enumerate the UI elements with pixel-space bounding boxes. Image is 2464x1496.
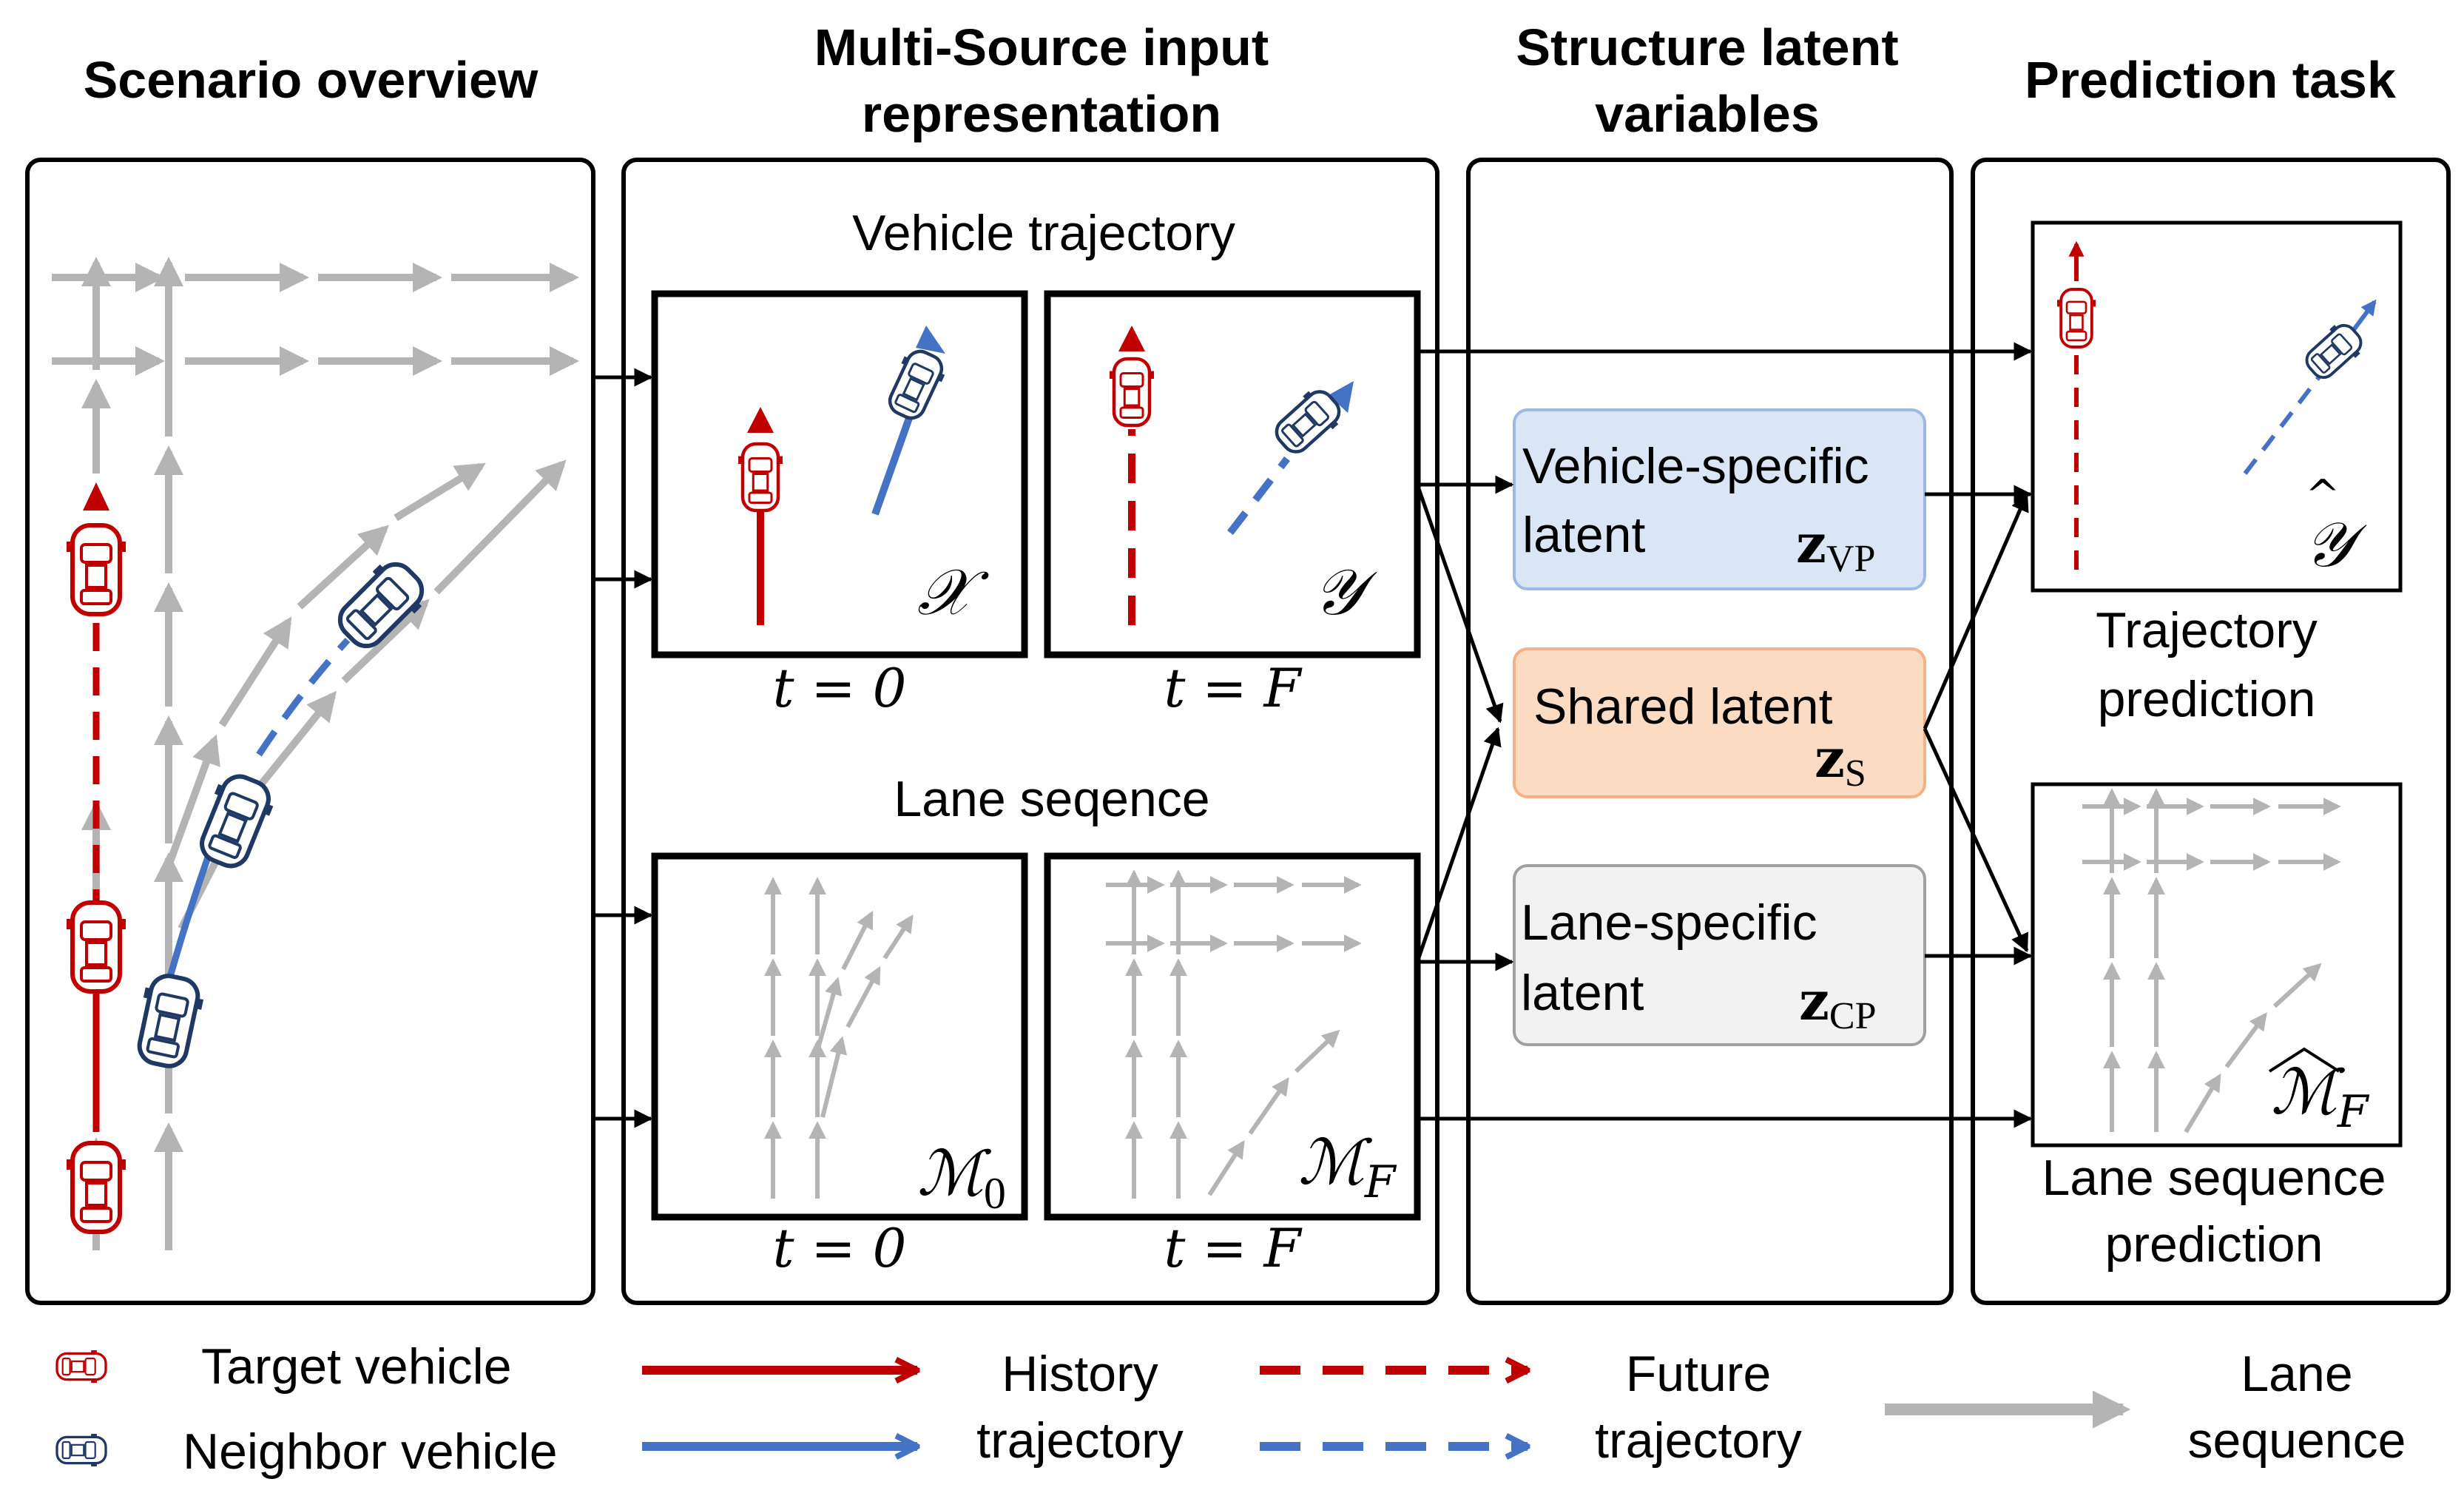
lane-prediction-hat <box>2268 1047 2340 1073</box>
lane-prediction-symbol: ℳF <box>2271 1056 2370 1138</box>
scenario-cars <box>67 525 433 1232</box>
lane-prediction-line1: Lane sequence <box>2042 1150 2386 1206</box>
header-prediction: Prediction task <box>2025 51 2396 109</box>
trajectory-prediction-hat: ^ <box>2306 471 2340 519</box>
header-multisource-line2: representation <box>862 85 1221 143</box>
legend: Target vehicle Neighbor vehicle History … <box>55 1338 2406 1480</box>
panel-scenario <box>25 158 595 1305</box>
legend-target-vehicle: Target vehicle <box>201 1338 512 1395</box>
lane-latent-line1: Lane-specific <box>1521 894 1817 951</box>
shared-latent-box <box>1513 647 1926 798</box>
legend-target-car-icon <box>55 1349 107 1384</box>
time-zero-top: t = 0 <box>773 657 907 719</box>
legend-neighbor-vehicle: Neighbor vehicle <box>183 1423 558 1480</box>
mf-lanes <box>1106 869 1362 1199</box>
scenario-lanes <box>52 257 579 1250</box>
vehicle-latent-symbol: zVP <box>1796 512 1875 580</box>
shared-latent-symbol: zS <box>1815 727 1866 795</box>
vehicle-trajectory-title: Vehicle trajectory <box>852 205 1235 261</box>
legend-future-line2: trajectory <box>1595 1412 1802 1469</box>
neighbor-car-1 <box>130 971 206 1071</box>
trajectory-prediction-line1: Trajectory <box>2096 602 2318 658</box>
panel-latent <box>1466 158 1954 1305</box>
trajectory-prediction-line2: prediction <box>2098 671 2316 727</box>
target-car-2 <box>67 903 126 991</box>
x-target-car <box>738 444 783 511</box>
legend-neighbor-car-icon <box>55 1432 107 1468</box>
legend-history-line2: trajectory <box>976 1412 1184 1469</box>
lane-prediction-lanes <box>2082 788 2341 1133</box>
header-latent-line1: Structure latent <box>1516 18 1898 76</box>
lane-sequence-title: Lane seqence <box>894 771 1209 827</box>
target-car-1 <box>67 1143 126 1232</box>
legend-lane-line1: Lane <box>2241 1346 2352 1402</box>
header-multisource-line1: Multi-Source input <box>814 18 1269 76</box>
lane-latent-line2: latent <box>1521 965 1644 1021</box>
target-car-3 <box>67 525 126 614</box>
lane-latent-symbol: zCP <box>1799 969 1877 1037</box>
prediction-target-car <box>2056 288 2097 348</box>
time-zero-bottom: t = 0 <box>773 1217 907 1279</box>
y-target-car <box>1110 359 1154 425</box>
lane-prediction-line2: prediction <box>2105 1216 2323 1273</box>
vehicle-latent-line1: Vehicle-specific <box>1522 438 1869 494</box>
frame-y <box>1044 290 1421 658</box>
time-f-top: t = F <box>1164 657 1303 719</box>
shared-latent-line1: Shared latent <box>1533 678 1833 735</box>
mf-symbol: ℳF <box>1298 1126 1397 1208</box>
m0-symbol: ℳ0 <box>917 1137 1006 1218</box>
flow-arrows <box>593 342 2033 1128</box>
vehicle-latent-box <box>1513 408 1926 590</box>
header-latent-line2: variables <box>1595 85 1820 143</box>
legend-lane-line2: sequence <box>2188 1412 2406 1469</box>
header-scenario: Scenario overview <box>84 51 539 109</box>
vehicle-latent-line2: latent <box>1522 507 1645 563</box>
legend-future-line1: Future <box>1626 1346 1772 1402</box>
panel-prediction <box>1971 158 2451 1305</box>
frame-x <box>651 290 1028 658</box>
panel-multisource <box>621 158 1439 1305</box>
trajectory-prediction-frame <box>2031 220 2403 593</box>
legend-history-line1: History <box>1002 1346 1158 1402</box>
m0-lanes <box>764 877 914 1199</box>
time-f-bottom: t = F <box>1164 1217 1303 1279</box>
